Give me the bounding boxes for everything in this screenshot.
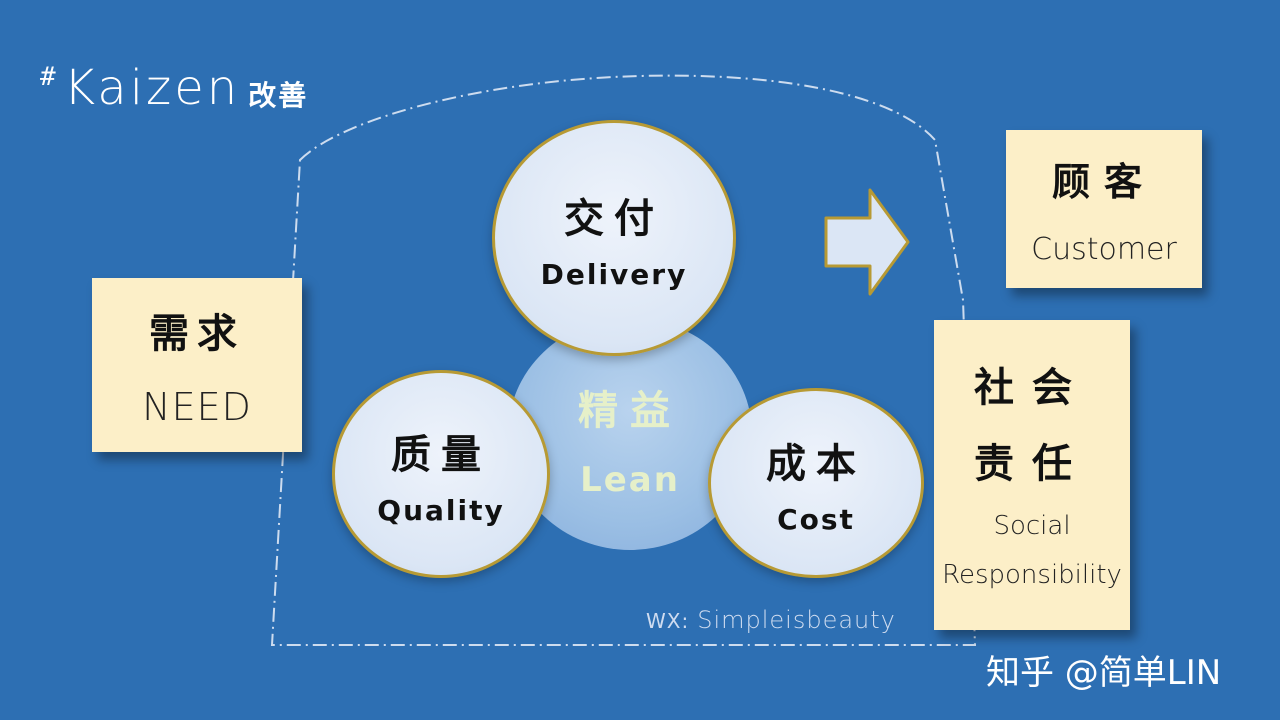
wx-credit: WX: Simpleisbeauty bbox=[646, 606, 896, 634]
customer-chinese: 顾客 bbox=[1051, 160, 1156, 204]
need-english: NEED bbox=[142, 385, 252, 429]
quality-chinese: 质量 bbox=[391, 431, 491, 478]
brand-chinese: 改善 bbox=[248, 79, 309, 112]
delivery-chinese: 交付 bbox=[564, 195, 664, 242]
customer-card: 顾客 Customer bbox=[1006, 130, 1202, 288]
social-english-line2: Responsibility bbox=[942, 560, 1122, 590]
brand-word: Kaizen bbox=[63, 60, 241, 116]
social-responsibility-card: 社会 责任 Social Responsibility bbox=[934, 320, 1130, 630]
brand-logo: # Kaizen 改善 bbox=[40, 64, 308, 112]
delivery-english: Delivery bbox=[540, 257, 688, 291]
wx-value: Simpleisbeauty bbox=[697, 606, 896, 634]
quality-circle: 质量 Quality bbox=[332, 370, 550, 578]
need-card: 需求 NEED bbox=[92, 278, 302, 452]
lean-english: Lean bbox=[580, 460, 680, 500]
customer-english: Customer bbox=[1031, 232, 1177, 267]
lean-circle: 精益 Lean bbox=[508, 318, 752, 550]
brand-hash: # bbox=[40, 62, 56, 92]
zhihu-watermark: 知乎 @简单LIN bbox=[986, 653, 1222, 693]
quality-english: Quality bbox=[377, 493, 505, 527]
lean-chinese: 精益 bbox=[578, 388, 682, 434]
wx-label: WX: bbox=[646, 609, 690, 633]
right-arrow-icon bbox=[824, 188, 910, 296]
cost-chinese: 成本 bbox=[766, 440, 866, 487]
cost-circle: 成本 Cost bbox=[708, 388, 924, 578]
social-english-line1: Social bbox=[993, 510, 1071, 541]
social-chinese-line2: 责任 bbox=[974, 440, 1090, 487]
delivery-circle: 交付 Delivery bbox=[492, 120, 736, 356]
need-chinese: 需求 bbox=[149, 311, 245, 357]
social-chinese-line1: 社会 bbox=[974, 364, 1090, 411]
cost-english: Cost bbox=[777, 502, 855, 536]
